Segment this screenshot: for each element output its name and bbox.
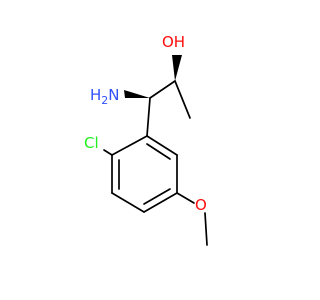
bond-ring-1	[111, 135, 148, 156]
amine-subscript: 2	[101, 94, 108, 107]
amine-label: H2N	[90, 86, 120, 107]
bond-ether-oxygen-methyl	[204, 212, 208, 246]
wedge-bond-to-amine	[124, 90, 150, 98]
bond-ring-6	[146, 135, 178, 156]
bond-ccarbinol-methyl	[174, 80, 191, 119]
bond-cmethine-ccarbinol	[149, 80, 176, 99]
ether-oxygen-label: O	[195, 196, 207, 214]
amine-n: N	[108, 86, 119, 104]
bond-ring-3	[111, 192, 145, 213]
bond-cring-ether-oxygen	[176, 192, 195, 204]
bond-cmethine-cring	[146, 97, 151, 137]
bond-cring-chlorine	[103, 149, 113, 156]
bond-ring-double-bottom	[143, 188, 171, 205]
amine-h: H	[90, 86, 101, 104]
chlorine-label: Cl	[84, 134, 99, 152]
wedge-bond-to-hydroxyl	[172, 55, 182, 81]
bond-ring-double-right	[146, 143, 171, 160]
bond-ring-4	[143, 192, 178, 213]
molecule-structure: OH H2N Cl O	[84, 33, 208, 246]
hydroxyl-label: OH	[162, 33, 185, 51]
bonds	[103, 80, 208, 246]
